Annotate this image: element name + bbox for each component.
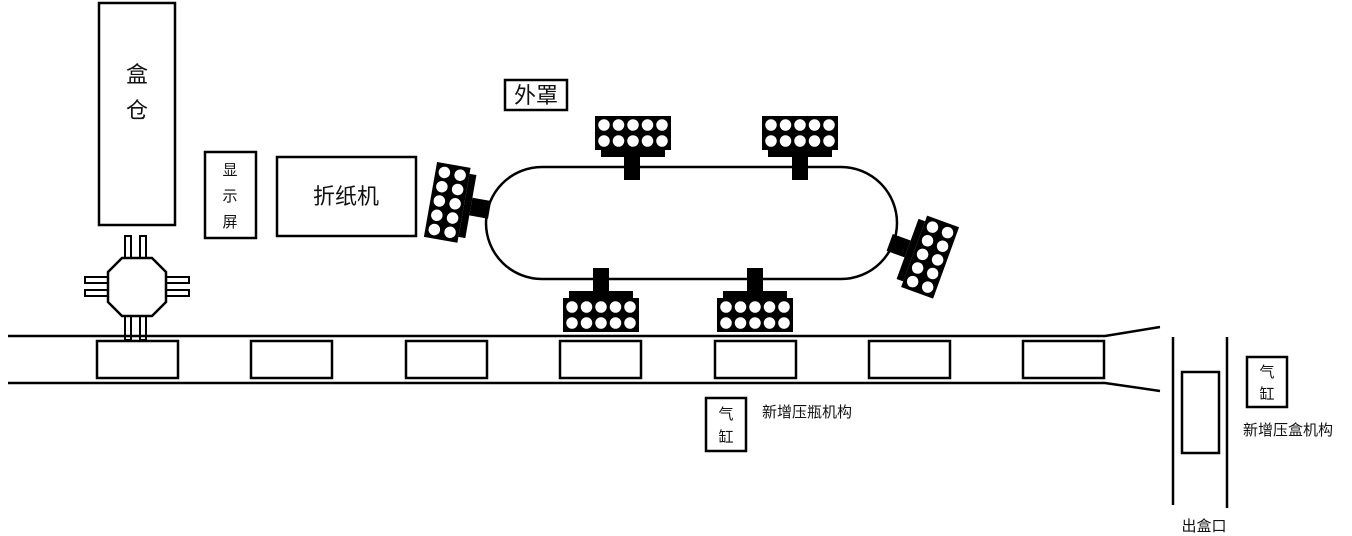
paper-folder: 折纸机 (275, 155, 418, 238)
cylinder-right-label-2: 缸 (1259, 385, 1274, 403)
cover-label-box: 外罩 (503, 78, 569, 112)
conveyor-box (249, 339, 334, 380)
cylinder-bottle-press: 气 缸 (704, 396, 748, 453)
carrier-left (423, 161, 492, 244)
display-label-1: 显 (222, 161, 237, 179)
carrier-top-1 (594, 115, 672, 180)
box-press-label: 新增压盒机构 (1243, 421, 1333, 439)
cylinder-box-press: 气 缸 (1245, 355, 1289, 409)
bottle-press-label: 新增压瓶机构 (762, 403, 852, 421)
conveyor-boxes (95, 339, 1106, 380)
conveyor-box (1021, 339, 1106, 380)
box-exit-label: 出盒口 (1181, 517, 1226, 535)
conveyor-box (95, 339, 180, 380)
conveyor-box (558, 339, 643, 380)
carrier-top-2 (761, 115, 839, 180)
box-storage-label-1: 盒 (126, 63, 148, 88)
conveyor-box (404, 339, 489, 380)
box-exit (1171, 337, 1229, 508)
conveyor-box (713, 339, 798, 380)
conveyor-box (867, 339, 952, 380)
cylinder-mid-label-1: 气 (718, 405, 733, 423)
oval-track (484, 165, 899, 281)
box-storage-label-2: 仓 (126, 99, 148, 124)
conveyor (8, 325, 1161, 393)
box-storage: 盒 仓 (97, 1, 177, 227)
paper-folder-label: 折纸机 (313, 185, 379, 210)
cover-label: 外罩 (514, 84, 558, 109)
cylinder-mid-label-2: 缸 (718, 428, 733, 446)
display-screen: 显 示 屏 (203, 150, 258, 240)
carrier-bottom-2 (716, 268, 794, 333)
display-label-2: 示 (222, 187, 237, 205)
carrier-right (886, 214, 960, 300)
display-label-3: 屏 (222, 213, 237, 231)
gripper-mechanism (84, 235, 190, 341)
cylinder-right-label-1: 气 (1259, 363, 1274, 381)
carrier-bottom-1 (562, 268, 640, 333)
